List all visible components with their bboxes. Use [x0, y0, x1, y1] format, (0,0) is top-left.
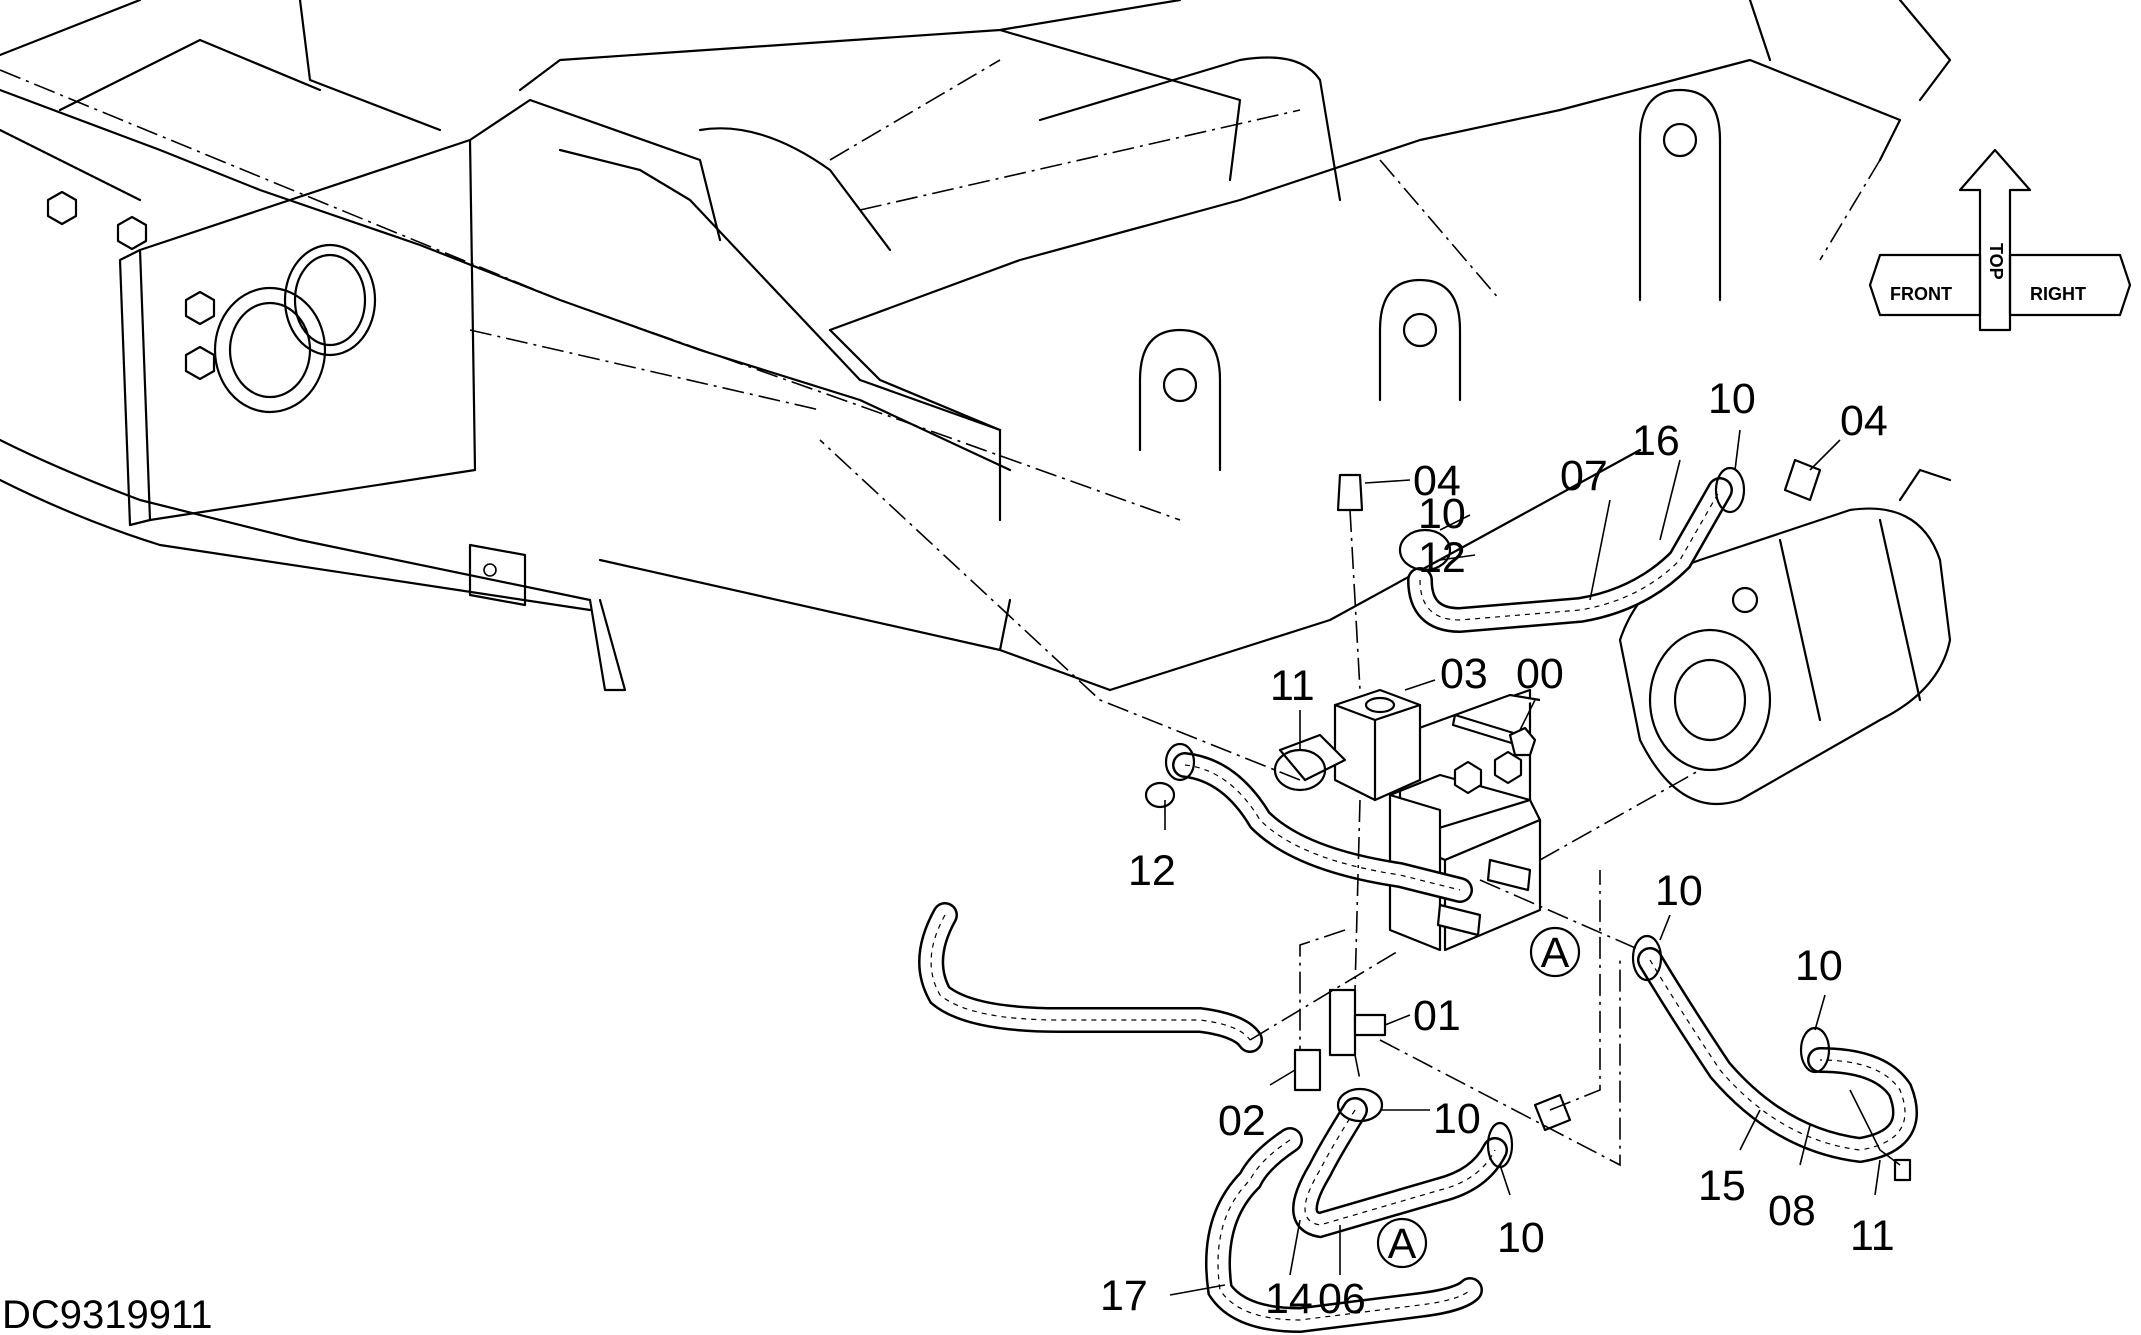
part-label-10: 10: [1708, 375, 1756, 423]
block-part-03: [1333, 688, 1422, 802]
orientation-right-label: RIGHT: [2030, 284, 2086, 304]
starter-motor: [1618, 468, 1952, 805]
callout-a-lower: A: [1376, 1217, 1428, 1269]
callout-a-upper-label: A: [1541, 929, 1570, 977]
pressure-switch-11: [1273, 733, 1347, 792]
callout-a-lower-label: A: [1388, 1220, 1417, 1268]
part-label-03: 03: [1440, 650, 1488, 698]
hose-clamp: [1398, 528, 1452, 572]
part-label-10: 10: [1497, 1214, 1545, 1262]
leader-lines: [1164, 429, 1881, 1296]
part-label-16: 16: [1632, 417, 1680, 465]
routing-lines: [819, 439, 1701, 1167]
part-label-14: 14: [1265, 1275, 1313, 1323]
hose-clamp: [1714, 466, 1746, 514]
tee-fitting-01: [1353, 1013, 1387, 1037]
hose-17: [1205, 1127, 1483, 1334]
part-label-02: 02: [1218, 1097, 1266, 1145]
hose: [918, 902, 1263, 1053]
fitting-04: [1783, 458, 1822, 502]
part-label-07: 07: [1560, 452, 1608, 500]
tee-fitting-01: [1328, 988, 1357, 1057]
fitting: [1436, 903, 1482, 937]
fitting: [1453, 760, 1483, 795]
part-label-04: 04: [1840, 397, 1888, 445]
orientation-front-label: FRONT: [1890, 284, 1952, 304]
mounting-lug: [1378, 278, 1462, 402]
callout-a-upper: A: [1529, 926, 1581, 978]
hose-clamp: [1164, 742, 1196, 782]
fitting: [1486, 858, 1532, 892]
part-label-10: 10: [1655, 867, 1703, 915]
part-label-10: 10: [1418, 490, 1466, 538]
part-label-12: 12: [1418, 534, 1466, 582]
fitting-02: [1293, 1048, 1322, 1092]
part-label-06: 06: [1318, 1275, 1366, 1323]
part-label-11: 11: [1850, 1212, 1895, 1260]
hose-07-16: [1407, 477, 1733, 634]
hose-15-08: [1637, 947, 1918, 1164]
bolt-00: [1451, 713, 1537, 757]
orientation-top-label: TOP: [1986, 243, 2006, 280]
part-label-15: 15: [1698, 1162, 1746, 1210]
part-label-01: 01: [1413, 992, 1461, 1040]
part-label-12: 12: [1128, 847, 1176, 895]
part-label-10: 10: [1433, 1095, 1481, 1143]
fitting-04: [1336, 473, 1364, 512]
fitting: [1493, 750, 1523, 785]
hose-clamp: [1144, 781, 1176, 809]
hose: [1172, 752, 1473, 903]
drawing-code: DC9319911: [2, 1293, 213, 1335]
hose-clamp: [1336, 1087, 1384, 1123]
orientation-symbol: FRONT TOP RIGHT: [1868, 148, 2132, 332]
part-label-17: 17: [1100, 1272, 1148, 1320]
fitting: [1533, 1093, 1572, 1132]
machine-frame: [0, 0, 1952, 692]
part-label-11: 11: [1270, 662, 1315, 710]
hose-06-14: [1292, 1097, 1508, 1239]
part-label-08: 08: [1768, 1187, 1816, 1235]
hose-clamp: [1631, 934, 1663, 982]
mounting-lug: [1638, 88, 1722, 302]
part-label-00: 00: [1516, 650, 1564, 698]
mounting-lug: [1138, 328, 1222, 472]
part-label-04: 04: [1413, 457, 1461, 505]
part-label-10: 10: [1795, 942, 1843, 990]
